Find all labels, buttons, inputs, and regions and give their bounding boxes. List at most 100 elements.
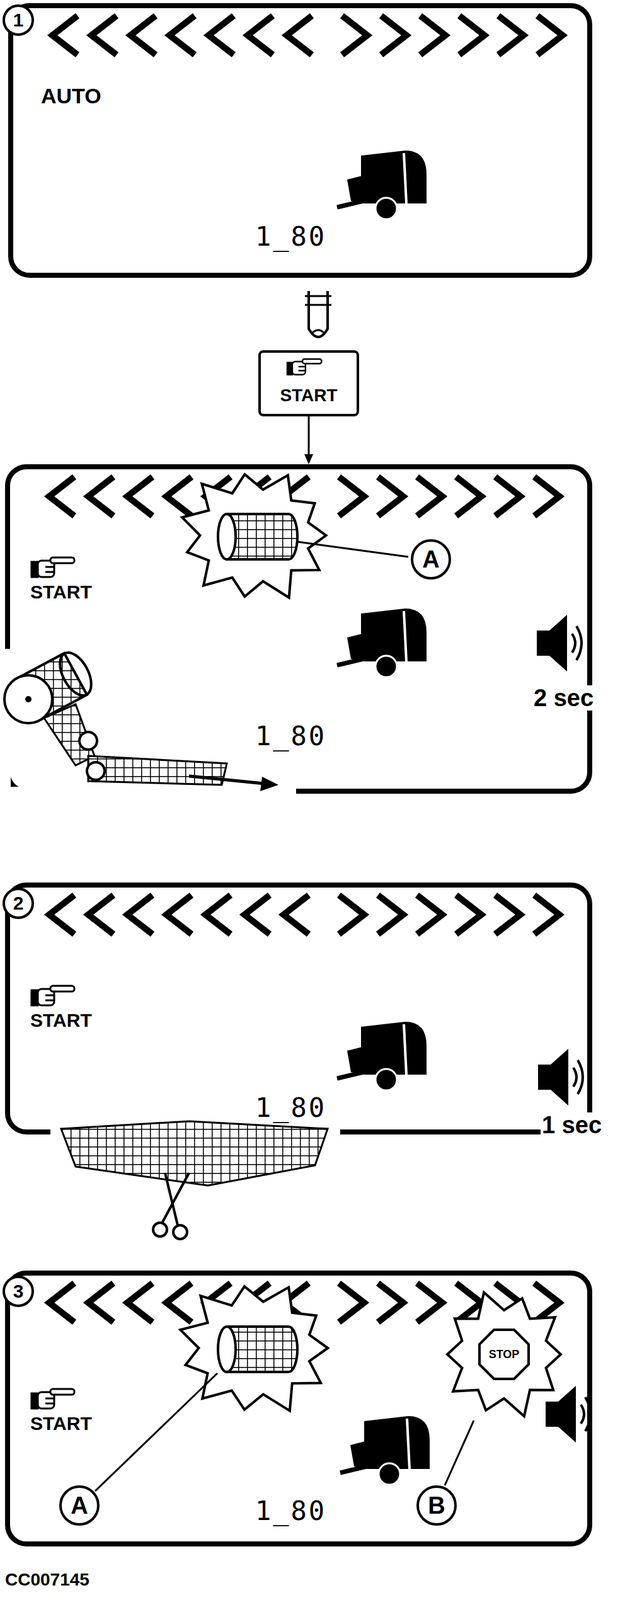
baler-gate-line [403,611,407,662]
arrowhead [304,454,314,465]
chevron [88,476,114,517]
border-gap [0,648,11,796]
hand-finger [302,359,322,364]
flow-arrow [304,416,314,465]
chevron [459,15,485,55]
arrow-shaft [308,416,310,456]
net-roll-far-end [53,647,98,701]
baler-icon [340,1416,430,1486]
chevron [342,15,368,55]
start-text: START [30,1414,92,1434]
start-text: START [30,1011,92,1031]
baler-body [364,1416,430,1470]
hand-fold [45,566,55,569]
speaker-cone [558,1386,576,1443]
sound-wave [576,626,582,661]
chevron [378,895,404,935]
chevron [88,1283,114,1323]
chevron [534,895,560,935]
hand-finger [50,986,75,992]
hand-finger [50,1389,75,1395]
chevron [417,895,443,935]
baler-tongue [340,1466,367,1474]
chevron [166,895,192,935]
chevron [127,1283,153,1323]
chevron [52,15,78,55]
speaker-icon [545,1386,591,1443]
sound-wave [585,1397,591,1432]
baler-gate-line [403,153,407,204]
baler-body [361,1021,427,1075]
chevron [127,476,153,517]
net-strip [88,756,227,786]
chevron [166,1283,192,1323]
baler-body [361,150,427,204]
baler-icon [337,150,427,220]
pointing-hand-icon [287,359,322,375]
sound-wave [572,633,576,653]
chevron [417,1283,443,1323]
callout-letter: A [59,1485,100,1526]
pointing-hand-icon [31,1389,75,1409]
chevron [127,895,153,935]
roll-body [226,1326,298,1373]
speaker-body [538,1064,551,1090]
bale-count: 1_80 [255,723,327,750]
baler-wheel [378,1463,401,1486]
leader-line [297,541,409,557]
pointing-hand-icon [31,557,75,578]
callout-letter: B [416,1485,457,1526]
start-text: START [30,582,92,602]
chevron [169,15,195,55]
feed-roller [86,762,105,780]
chevron [130,15,156,55]
finger-nail [312,330,324,333]
chevron [49,1283,75,1323]
chevron-row [52,15,563,55]
duration-label: 2 sec [532,685,595,711]
button-label: START [279,386,338,405]
hand-fold [45,1398,55,1400]
hand-fold [45,571,55,574]
chevron [91,15,117,55]
net-roll-core [25,696,32,703]
figure-caption: CC007145 [5,1571,90,1589]
feed-roller [79,732,98,750]
chevron [338,1283,365,1323]
chevron [456,895,482,935]
chevron [381,15,407,55]
baler-gate-line [407,1418,410,1470]
sound-wave [577,1060,583,1095]
leader-line [95,1373,218,1492]
scissor-handle [173,1225,188,1240]
bale-count: 1_80 [255,1498,327,1525]
chevron [495,476,521,517]
chevron [283,895,309,935]
chevron [338,895,365,935]
chevron [417,476,443,517]
callout-letter: A [410,539,452,580]
hand-fold [45,994,55,997]
baler-icon [337,1021,427,1091]
chevron [537,15,563,55]
chevron [208,15,234,55]
baler-gate-line [403,1024,407,1075]
speaker-body [536,630,550,656]
net-roll-icon [217,1326,298,1373]
bale-count: 1_80 [255,1095,327,1122]
speaker-body [545,1401,559,1428]
feed-arrow [189,776,265,784]
callout-number: 1 [2,4,35,36]
cut-net [61,1121,328,1186]
feed-arrowhead [260,776,279,792]
duration-label: 1 sec [540,1112,603,1138]
speaker-cone [549,614,568,672]
chevron [495,895,521,935]
baler-wheel [375,1069,397,1091]
baler-tongue [337,200,364,208]
baler-wheel [375,197,397,220]
chevron [244,895,270,935]
mode-text: AUTO [40,85,102,107]
chevron [88,895,114,935]
